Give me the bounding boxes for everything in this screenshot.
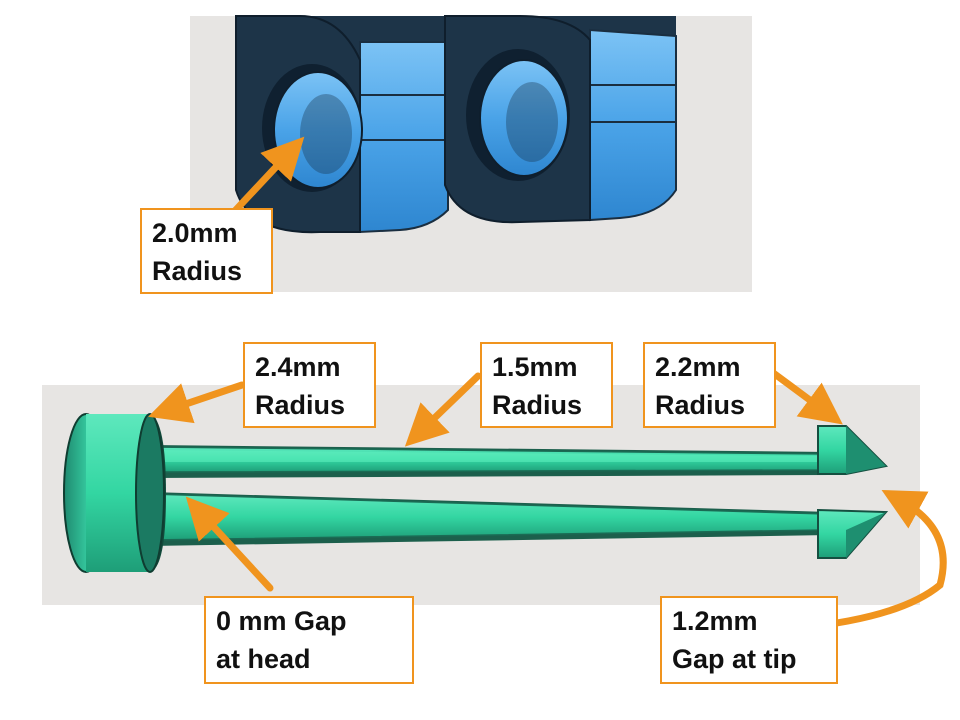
arrow-ring-inner [228, 136, 305, 218]
arrow-shaft-radius [404, 372, 482, 447]
callout-line1: 2.0mm [152, 218, 238, 248]
callout-head-gap: 0 mm Gap at head [204, 596, 414, 684]
callout-ring-inner-radius: 2.0mm Radius [140, 208, 273, 294]
callout-line2: Radius [255, 390, 346, 420]
callout-line1: 0 mm Gap [216, 606, 347, 636]
callout-line1: 1.5mm [492, 352, 578, 382]
callout-head-radius: 2.4mm Radius [243, 342, 376, 428]
callout-shaft-radius: 1.5mm Radius [480, 342, 613, 428]
callout-line2: Radius [655, 390, 746, 420]
pin-lower-prong [149, 492, 889, 559]
pin-upper-prong [149, 425, 889, 478]
callout-tip-radius: 2.2mm Radius [643, 342, 776, 428]
callout-arrows [148, 136, 947, 632]
arrow-head-gap [185, 496, 274, 592]
left-ring [235, 15, 449, 234]
callout-line2: Radius [152, 256, 243, 286]
arrow-tip-radius [768, 368, 843, 425]
ring-render-panel [190, 15, 752, 292]
right-ring [444, 15, 677, 224]
callout-line1: 1.2mm [672, 606, 758, 636]
callout-line2: at head [216, 644, 311, 674]
callout-line1: 2.4mm [255, 352, 341, 382]
callout-tip-gap: 1.2mm Gap at tip [660, 596, 838, 684]
callout-line2: Gap at tip [672, 644, 797, 674]
arrow-head-radius [148, 381, 246, 424]
pin-head [63, 413, 166, 573]
callout-line1: 2.2mm [655, 352, 741, 382]
arrow-tip-gap [794, 489, 947, 632]
callout-line2: Radius [492, 390, 583, 420]
